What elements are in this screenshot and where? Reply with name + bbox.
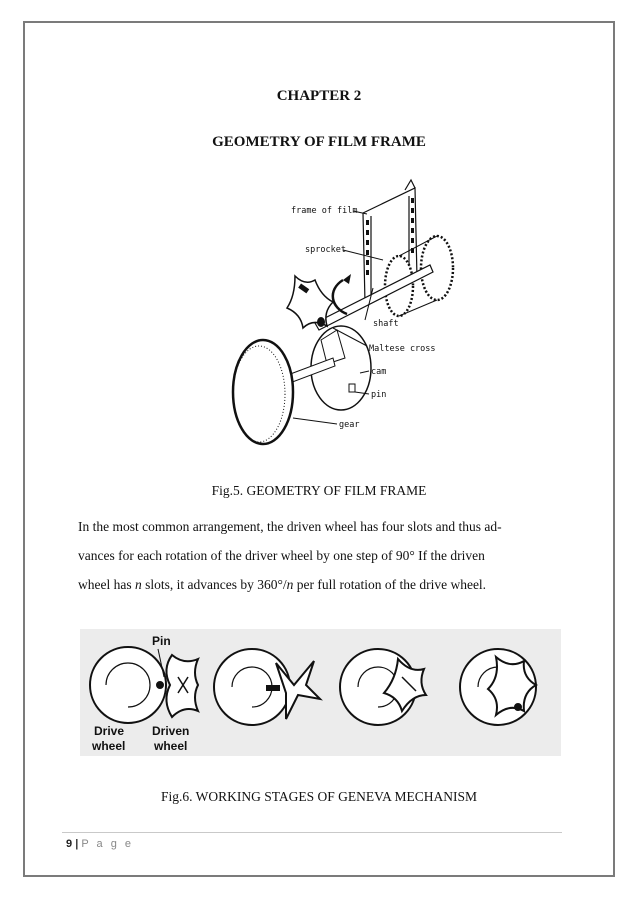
label-pin: pin <box>371 390 386 400</box>
stage-3 <box>339 648 428 726</box>
label-frame-of-film: frame of film <box>291 206 358 216</box>
maltese-cross <box>285 274 335 330</box>
film-frame-figure: frame of film sprocket shaft Maltese cro… <box>231 178 455 446</box>
paragraph-line-2: vances for each rotation of the driver w… <box>78 548 485 563</box>
label-cam: cam <box>371 367 386 377</box>
label-drive-wheel: wheel <box>91 739 125 753</box>
figure-5-caption: Fig.5. GEOMETRY OF FILM FRAME <box>211 483 427 498</box>
label-driven-wheel: wheel <box>153 739 187 753</box>
page-border <box>23 21 615 877</box>
geneva-stages-figure: Pin Drive wheel Driven wheel <box>80 629 561 756</box>
label-driven: Driven <box>152 724 189 738</box>
label-pin-geneva: Pin <box>152 634 171 648</box>
label-sprocket: sprocket <box>305 245 346 255</box>
label-gear: gear <box>339 420 359 430</box>
label-maltese-cross: Maltese cross <box>369 344 436 354</box>
figure-6-caption: Fig.6. WORKING STAGES OF GENEVA MECHANIS… <box>160 789 478 804</box>
rotation-arrow <box>331 278 348 316</box>
page-footer: 9 | P a g e <box>66 838 134 850</box>
sprocket-rear <box>419 234 455 302</box>
body-paragraph: In the most common arrangement, the driv… <box>78 512 568 599</box>
page-number: 9 <box>66 838 73 850</box>
stage-4 <box>459 648 539 726</box>
stage-1 <box>89 646 200 724</box>
label-drive: Drive <box>94 724 124 738</box>
film-perforations <box>366 198 414 275</box>
gear <box>231 338 295 446</box>
paragraph-line-3: wheel has n slots, it advances by 360°/n… <box>78 577 487 592</box>
footer-divider <box>62 832 562 833</box>
stage-2 <box>213 648 323 726</box>
chapter-heading: CHAPTER 2 <box>276 88 362 104</box>
footer-separator: | <box>75 838 79 850</box>
page-word: P a g e <box>81 838 134 850</box>
label-shaft: shaft <box>373 319 399 329</box>
chapter-title: GEOMETRY OF FILM FRAME <box>212 134 426 150</box>
paragraph-line-1: In the most common arrangement, the driv… <box>78 519 502 534</box>
